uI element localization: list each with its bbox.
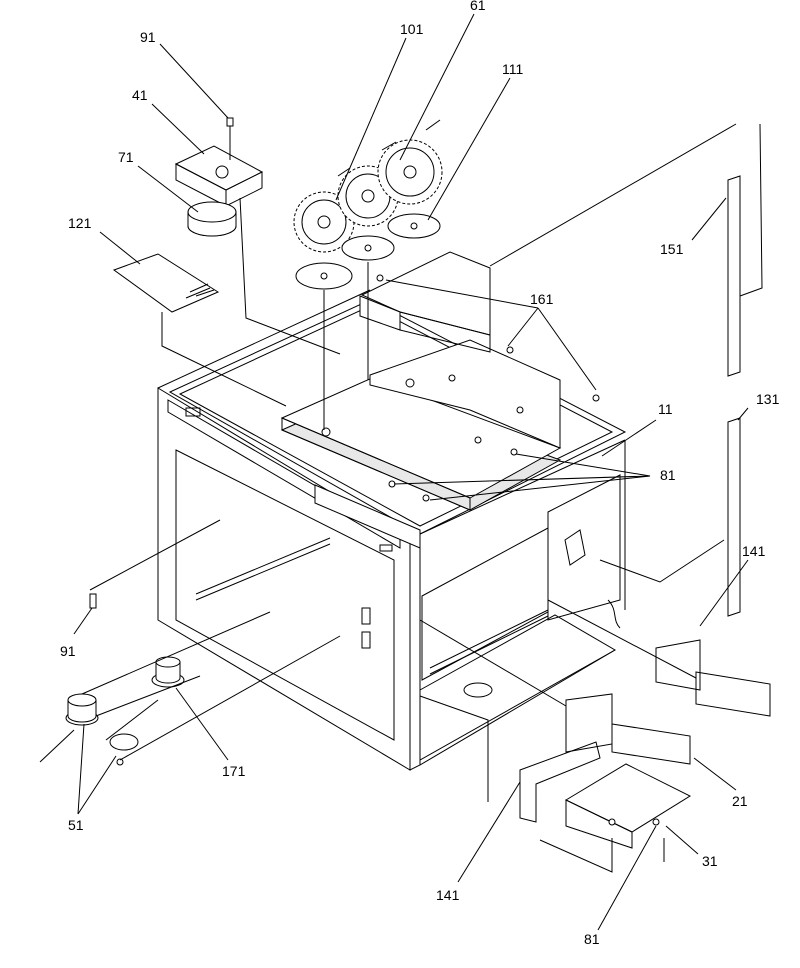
callout-21: 21 <box>732 793 748 809</box>
callout-101: 101 <box>400 21 424 37</box>
brackets <box>519 639 771 849</box>
callout-91-top: 91 <box>140 29 156 45</box>
callout-141-bottom: 141 <box>436 887 460 903</box>
callout-171: 171 <box>222 763 246 779</box>
callout-41: 41 <box>132 87 148 103</box>
gear-left <box>293 191 355 253</box>
gear-right <box>377 139 443 205</box>
callout-71: 71 <box>118 149 134 165</box>
callout-61: 61 <box>470 0 486 13</box>
motor-assembly <box>174 117 264 237</box>
assembly-lines <box>81 123 763 873</box>
callout-121: 121 <box>68 215 92 231</box>
callout-pointers <box>73 13 749 931</box>
callout-161: 161 <box>530 291 554 307</box>
callout-81-bottom: 81 <box>584 931 600 947</box>
plate-121 <box>112 253 220 313</box>
callout-91-bottom: 91 <box>60 643 76 659</box>
callout-31: 31 <box>702 853 718 869</box>
vertical-bars <box>727 175 741 617</box>
callout-141-right: 141 <box>742 543 766 559</box>
callout-51: 51 <box>68 817 84 833</box>
deck-screws <box>321 274 600 502</box>
callout-labels: 91 41 71 121 101 61 111 151 161 11 131 8… <box>60 0 780 947</box>
callout-11: 11 <box>658 401 673 417</box>
callout-131: 131 <box>756 391 780 407</box>
callout-111: 111 <box>502 61 523 77</box>
gear-set <box>293 119 443 290</box>
callout-151: 151 <box>660 241 684 257</box>
cabinet-frame <box>157 251 627 771</box>
lower-left-parts <box>39 593 185 766</box>
callout-81-top: 81 <box>660 467 676 483</box>
